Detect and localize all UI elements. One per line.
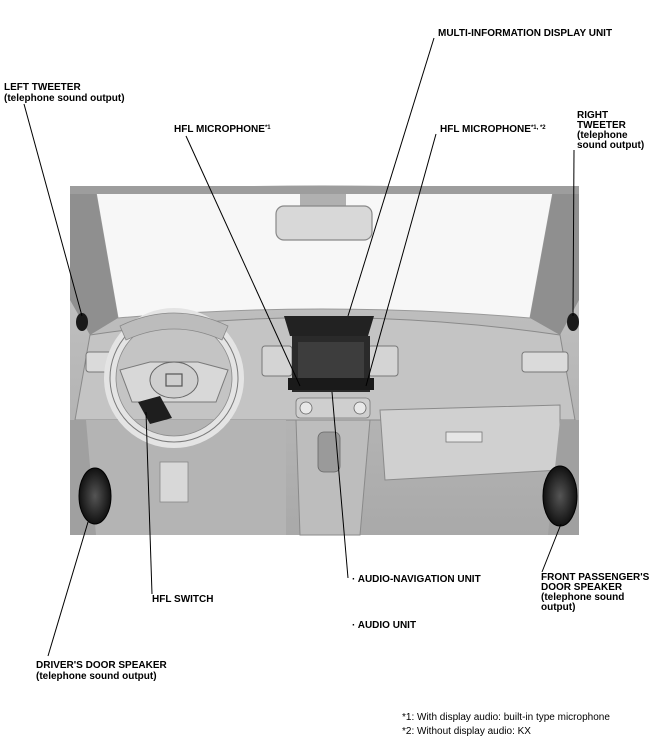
label-right-tweeter-line1: RIGHT: [577, 110, 609, 121]
left-a-pillar: [70, 190, 118, 335]
footnote-2: *2: Without display audio: KX: [402, 726, 531, 737]
label-multi-information-display-unit: MULTI-INFORMATION DISPLAY UNIT: [438, 28, 613, 39]
center-vent-left: [261, 345, 293, 377]
logo: [165, 373, 183, 387]
label-hfl-microphone-right: HFL MICROPHONE*1, *2: [440, 124, 546, 135]
label-left-tweeter: LEFT TWEETER: [4, 82, 81, 93]
label-front-passengers-line2: DOOR SPEAKER: [541, 582, 623, 593]
mirror-mount: [300, 194, 346, 208]
label-drivers-door-speaker-sub: (telephone sound output): [36, 671, 157, 682]
front-passengers-door-speaker: [542, 465, 578, 527]
label-right-tweeter-line4: sound output): [577, 140, 645, 151]
center-console: [295, 419, 371, 536]
label-right-tweeter-line3: (telephone: [577, 130, 628, 141]
roof-trim: [70, 186, 579, 194]
label-left-tweeter-sub: (telephone sound output): [4, 93, 125, 104]
steering-wheel-airbag: [149, 361, 199, 399]
label-audio-navigation-unit: · AUDIO-NAVIGATION UNIT: [352, 574, 481, 585]
pedal: [159, 461, 189, 503]
label-hfl-switch: HFL SWITCH: [152, 594, 214, 605]
label-right-tweeter-line2: TWEETER: [577, 120, 626, 131]
label-hfl-microphone-left: HFL MICROPHONE*1: [174, 124, 271, 135]
footnote-1: *1: With display audio: built-in type mi…: [402, 712, 610, 723]
rear-view-mirror: [275, 205, 373, 241]
drivers-door-speaker: [78, 467, 112, 525]
audio-unit-bracket: [288, 378, 374, 390]
audio-unit-display: [298, 342, 364, 384]
gear-shifter: [317, 431, 341, 473]
right-tweeter: [567, 313, 579, 331]
right-air-vent: [521, 351, 569, 373]
instrument-cluster-hood: [119, 312, 229, 341]
left-tweeter: [76, 313, 88, 331]
label-front-passengers-line4: output): [541, 602, 576, 613]
label-drivers-door-speaker: DRIVER'S DOOR SPEAKER: [36, 660, 167, 671]
leader-lines: [23, 37, 575, 657]
glove-box: [379, 404, 561, 481]
label-front-passengers-line1: FRONT PASSENGER'S: [541, 572, 650, 583]
glove-box-handle: [445, 431, 483, 443]
right-a-pillar: [530, 190, 579, 335]
multi-information-display: [284, 316, 374, 336]
label-audio-unit: · AUDIO UNIT: [352, 620, 417, 631]
label-front-passengers-line3: (telephone sound: [541, 592, 625, 603]
